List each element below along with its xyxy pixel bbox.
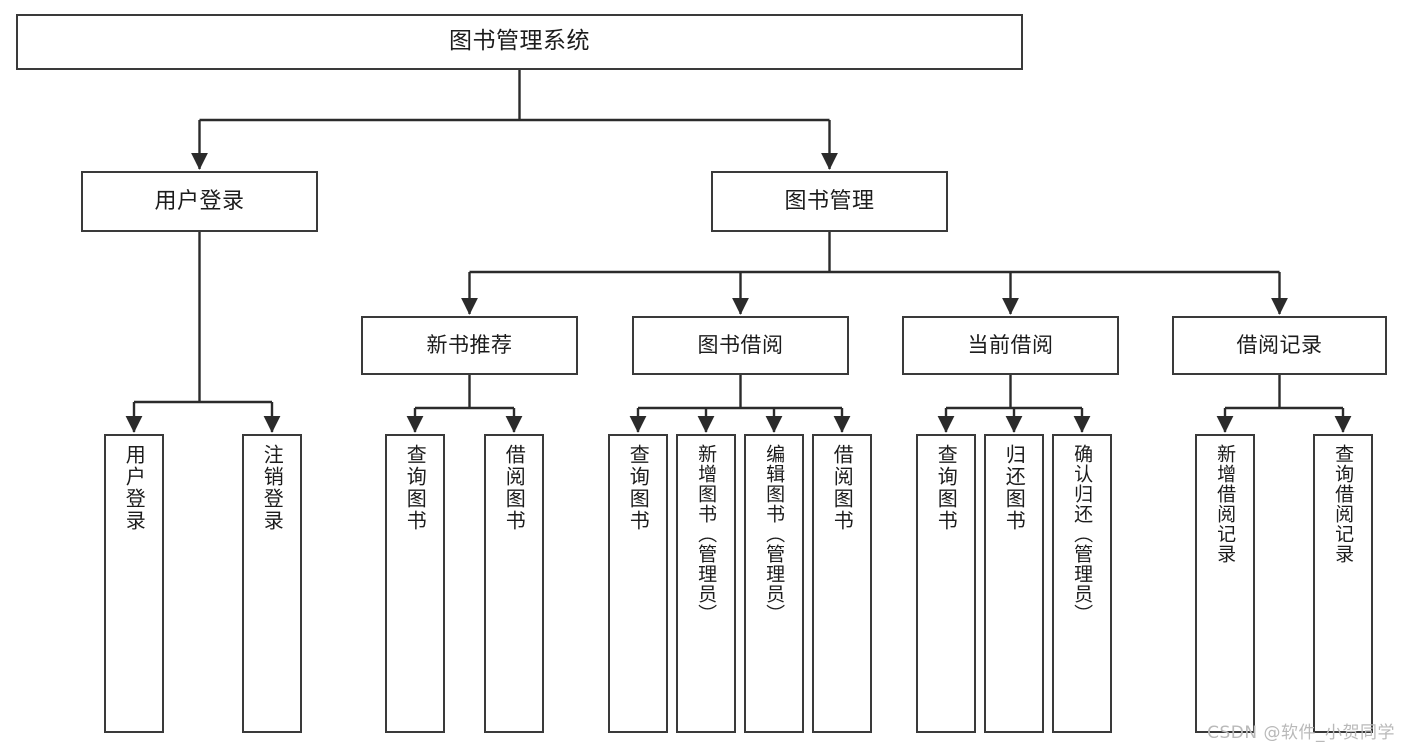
node-leaf-4[interactable]: 查询图书: [608, 434, 668, 733]
node-level1-1[interactable]: 图书管理: [711, 171, 948, 232]
node-leaf-5[interactable]: 新增图书（管理员）: [676, 434, 736, 733]
node-label: 借阅图书: [830, 444, 855, 532]
node-leaf-12[interactable]: 查询借阅记录: [1313, 434, 1373, 733]
node-label: 图书管理系统: [449, 28, 590, 55]
node-leaf-9[interactable]: 归还图书: [984, 434, 1044, 733]
node-root-图书管理系统[interactable]: 图书管理系统: [16, 14, 1023, 70]
node-label: 当前借阅: [967, 333, 1054, 358]
node-label: 编辑图书（管理员）: [763, 444, 786, 624]
node-level2-0[interactable]: 新书推荐: [361, 316, 578, 375]
node-leaf-6[interactable]: 编辑图书（管理员）: [744, 434, 804, 733]
node-label: 图书管理: [784, 188, 875, 214]
node-leaf-10[interactable]: 确认归还（管理员）: [1052, 434, 1112, 733]
node-label: 图书借阅: [697, 333, 784, 358]
node-label: 新增图书（管理员）: [695, 444, 718, 624]
node-label: 注销登录: [260, 444, 285, 532]
node-label: 查询图书: [934, 444, 959, 532]
node-label: 查询借阅记录: [1332, 444, 1355, 564]
node-label: 用户登录: [154, 188, 245, 214]
node-level2-3[interactable]: 借阅记录: [1172, 316, 1387, 375]
node-leaf-11[interactable]: 新增借阅记录: [1195, 434, 1255, 733]
node-leaf-0[interactable]: 用户登录: [104, 434, 164, 733]
node-level2-2[interactable]: 当前借阅: [902, 316, 1119, 375]
node-label: 确认归还（管理员）: [1071, 444, 1094, 624]
node-leaf-2[interactable]: 查询图书: [385, 434, 445, 733]
node-label: 新增借阅记录: [1214, 444, 1237, 564]
node-label: 新书推荐: [426, 333, 513, 358]
node-label: 用户登录: [122, 444, 147, 532]
node-level2-1[interactable]: 图书借阅: [632, 316, 849, 375]
node-leaf-3[interactable]: 借阅图书: [484, 434, 544, 733]
node-leaf-7[interactable]: 借阅图书: [812, 434, 872, 733]
node-leaf-1[interactable]: 注销登录: [242, 434, 302, 733]
node-label: 查询图书: [626, 444, 651, 532]
csdn-watermark: CSDN @软件_小贺同学: [1207, 723, 1395, 743]
node-label: 借阅图书: [502, 444, 527, 532]
node-leaf-8[interactable]: 查询图书: [916, 434, 976, 733]
node-label: 借阅记录: [1236, 333, 1323, 358]
node-level1-0[interactable]: 用户登录: [81, 171, 318, 232]
node-label: 查询图书: [403, 444, 428, 532]
node-label: 归还图书: [1002, 444, 1027, 532]
